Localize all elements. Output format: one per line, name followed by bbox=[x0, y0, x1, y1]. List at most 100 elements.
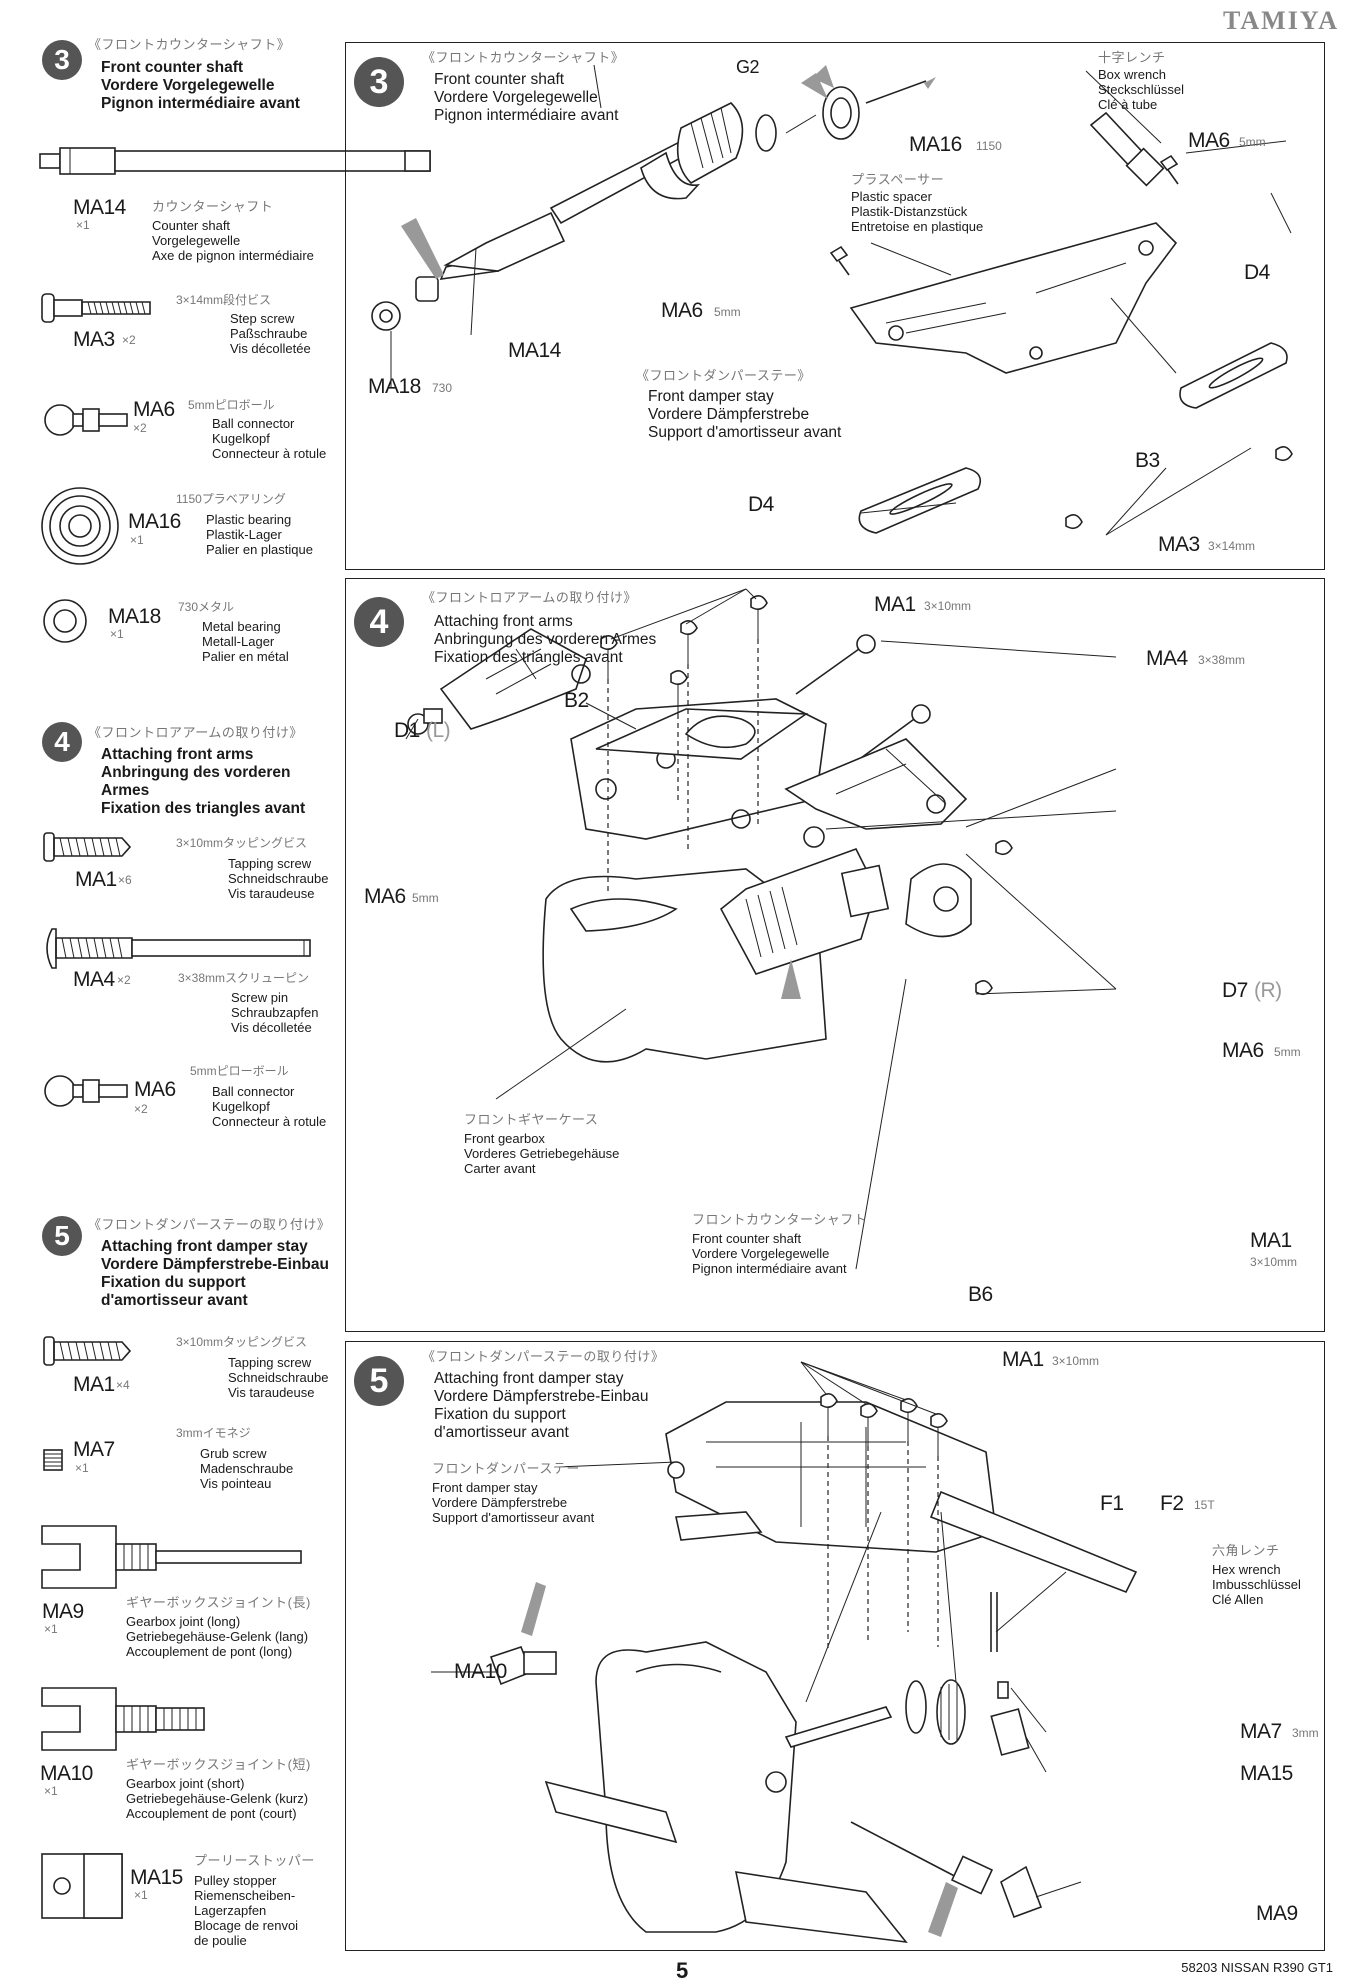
step5-panel: 5 《フロントダンパーステーの取り付け》 Attaching front dam… bbox=[345, 1341, 1325, 1951]
panel4-fr: Fixation des triangles avant bbox=[434, 649, 623, 666]
wrench-de: Steckschlüssel bbox=[1098, 82, 1184, 97]
label-ma15: MA15 bbox=[1240, 1762, 1293, 1785]
step5-de: Vordere Dämpferstrebe-Einbau bbox=[101, 1256, 329, 1273]
step5-jp: 《フロントダンパーステーの取り付け》 bbox=[88, 1217, 331, 1232]
tapping-screw-icon bbox=[43, 832, 132, 862]
label-ma7-spec: 3mm bbox=[1292, 1726, 1319, 1740]
shaft-fr: Pignon intermédiaire avant bbox=[692, 1261, 847, 1276]
label-ma6-mid: MA6 bbox=[661, 299, 703, 322]
gearbox-jp: フロントギヤーケース bbox=[464, 1112, 599, 1127]
hex-jp: 六角レンチ bbox=[1212, 1543, 1280, 1558]
ma1b-qty: ×4 bbox=[116, 1378, 130, 1392]
gearbox-de: Vorderes Getriebegehäuse bbox=[464, 1146, 620, 1161]
gearbox-joint-short-drawing bbox=[41, 1687, 205, 1751]
ma3-de: Paßschraube bbox=[230, 326, 308, 341]
footer-code: 58203 NISSAN R390 GT1 bbox=[1181, 1960, 1333, 1975]
ma18-code: MA18 bbox=[108, 605, 161, 628]
step-screw-icon bbox=[41, 293, 151, 323]
screw-pin-icon bbox=[46, 928, 311, 969]
label-d1: D1 bbox=[394, 719, 420, 742]
label-ma3-spec: 3×14mm bbox=[1208, 539, 1256, 553]
ma1a-fr: Vis taraudeuse bbox=[228, 886, 315, 901]
ma16-spec: 1150プラベアリング bbox=[176, 492, 286, 506]
step4-fr: Fixation des triangles avant bbox=[101, 800, 306, 817]
ma16-de: Plastik-Lager bbox=[206, 527, 282, 542]
step5-panel-badge: 5 bbox=[354, 1356, 404, 1406]
step3-panel-badge: 3 bbox=[354, 57, 404, 107]
label-ma4: MA4 bbox=[1146, 647, 1188, 670]
label-ma6-mid-spec: 5mm bbox=[714, 305, 741, 319]
label-d7: D7 bbox=[1222, 979, 1248, 1002]
ma3-en: Step screw bbox=[230, 311, 295, 326]
label-b3: B3 bbox=[1135, 449, 1160, 472]
label-ma1-top-spec: 3×10mm bbox=[924, 599, 972, 613]
panel5-en: Attaching front damper stay bbox=[434, 1370, 624, 1387]
hex-en: Hex wrench bbox=[1212, 1562, 1281, 1577]
front-arms-assembly-diagram bbox=[405, 588, 1117, 1270]
damper-stay-assembly-diagram bbox=[431, 1361, 1138, 1944]
label-b6: B6 bbox=[968, 1283, 993, 1306]
wrench-fr: Clé à tube bbox=[1098, 97, 1158, 112]
panel4-en: Attaching front arms bbox=[434, 613, 573, 630]
label-f2-spec: 15T bbox=[1194, 1498, 1215, 1512]
spacer-jp: プラスペーサー bbox=[851, 172, 945, 187]
ma14-qty: ×1 bbox=[76, 218, 90, 232]
label-ma6-right: MA6 bbox=[1222, 1039, 1264, 1062]
spacer-de: Plastik-Distanzstück bbox=[851, 204, 968, 219]
step3-jp: 《フロントカウンターシャフト》 bbox=[88, 37, 291, 52]
ma10-code: MA10 bbox=[40, 1762, 93, 1785]
stay-en: Front damper stay bbox=[432, 1480, 538, 1495]
pulley-stopper-drawing bbox=[41, 1853, 123, 1919]
label-ma6-top: MA6 bbox=[1188, 129, 1230, 152]
ma6b-qty: ×2 bbox=[134, 1102, 148, 1116]
brand-logo: TAMIYA bbox=[1222, 6, 1339, 35]
label-ma1-bottom-spec: 3×10mm bbox=[1250, 1255, 1298, 1269]
step4-en: Attaching front arms bbox=[101, 746, 254, 763]
label-d4-bottom: D4 bbox=[748, 493, 774, 516]
label-ma4-spec: 3×38mm bbox=[1198, 653, 1246, 667]
ma15-code: MA15 bbox=[130, 1866, 183, 1889]
stay-jp: 《フロントダンパーステー》 bbox=[636, 368, 811, 383]
metal-bearing-icon bbox=[43, 599, 87, 643]
ma4-qty: ×2 bbox=[117, 973, 131, 987]
ma9-jp: ギヤーボックスジョイント(長) bbox=[126, 1595, 311, 1610]
ma6b-en: Ball connector bbox=[212, 1084, 295, 1099]
label-ma3: MA3 bbox=[1158, 533, 1200, 556]
label-ma1-bottom: MA1 bbox=[1250, 1229, 1292, 1252]
panel5-de: Vordere Dämpferstrebe-Einbau bbox=[434, 1388, 649, 1405]
ma1a-spec: 3×10mmタッピングビス bbox=[176, 836, 308, 850]
label-g2: G2 bbox=[736, 57, 760, 77]
label-ma1-spec: 3×10mm bbox=[1052, 1354, 1100, 1368]
counter-shaft-assembly-diagram bbox=[371, 64, 1293, 536]
ma7-de: Madenschraube bbox=[200, 1461, 294, 1476]
label-ma6-top-spec: 5mm bbox=[1239, 135, 1266, 149]
ma16-en: Plastic bearing bbox=[206, 512, 292, 527]
ma18-en: Metal bearing bbox=[202, 619, 281, 634]
ma9-en: Gearbox joint (long) bbox=[126, 1614, 241, 1629]
grub-screw-icon bbox=[43, 1449, 63, 1471]
ma1a-qty: ×6 bbox=[118, 873, 132, 887]
ma10-de: Getriebegehäuse-Gelenk (kurz) bbox=[126, 1791, 309, 1806]
ma1b-de: Schneidschraube bbox=[228, 1370, 329, 1385]
panel3-fr: Pignon intermédiaire avant bbox=[434, 107, 619, 124]
panel4-de: Anbringung des vorderen Armes bbox=[434, 631, 657, 648]
ma14-fr: Axe de pignon intermédiaire bbox=[152, 248, 314, 263]
step5-fr2: d'amortisseur avant bbox=[101, 1292, 248, 1309]
panel4-jp: 《フロントロアアームの取り付け》 bbox=[422, 590, 637, 605]
ma3-fr: Vis décolletée bbox=[230, 341, 311, 356]
label-ma16-spec: 1150 bbox=[976, 139, 1002, 153]
label-ma6-right-spec: 5mm bbox=[1274, 1045, 1301, 1059]
step4-panel: 4 《フロントロアアームの取り付け》 Attaching front arms … bbox=[345, 578, 1325, 1332]
step4-panel-badge: 4 bbox=[354, 597, 404, 647]
label-ma7: MA7 bbox=[1240, 1720, 1282, 1743]
ma7-code: MA7 bbox=[73, 1438, 115, 1461]
panel5-fr1: Fixation du support bbox=[434, 1406, 566, 1423]
panel3-jp: 《フロントカウンターシャフト》 bbox=[422, 50, 625, 65]
ma14-de: Vorgelegewelle bbox=[152, 233, 241, 248]
ma7-spec: 3mmイモネジ bbox=[176, 1426, 251, 1440]
label-ma16: MA16 bbox=[909, 133, 962, 156]
shaft-jp: フロントカウンターシャフト bbox=[692, 1212, 868, 1227]
ma18-spec: 730メタル bbox=[178, 600, 235, 614]
step3-fr: Pignon intermédiaire avant bbox=[101, 95, 300, 112]
hex-de: Imbusschlüssel bbox=[1212, 1577, 1301, 1592]
